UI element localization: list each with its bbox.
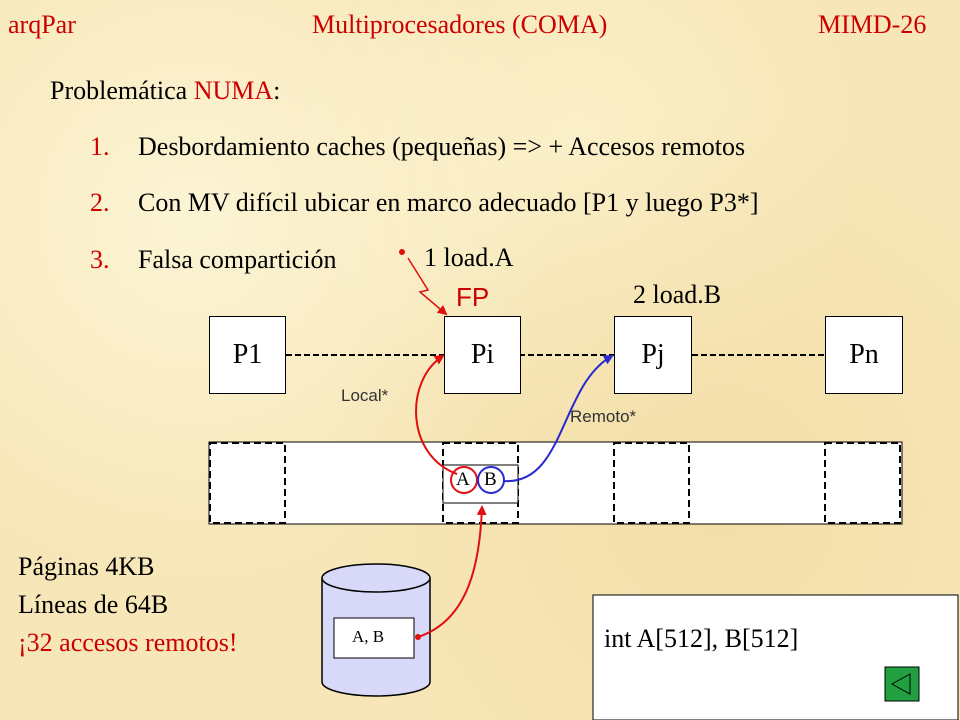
processor-box-p1: P1 <box>209 316 286 394</box>
list-item-1: 1. Desbordamiento caches (pequeñas) => + … <box>90 132 745 162</box>
problem-highlight: NUMA <box>193 76 274 105</box>
list-item-3: 3. Falsa compartición <box>90 245 337 275</box>
list-item-2: 2. Con MV difícil ubicar en marco adecuad… <box>90 188 758 218</box>
load-b-label: 2 load.B <box>633 280 722 309</box>
disk-content-label: A, B <box>352 627 385 646</box>
cell-b-marker <box>477 466 505 494</box>
list-item-number: 3. <box>90 245 110 274</box>
remote-accesses-note: ¡32 accesos remotos! <box>18 628 238 657</box>
line-size-note: Líneas de 64B <box>18 590 169 619</box>
memory-strip <box>208 441 903 525</box>
false-sharing-zigzag <box>399 249 448 316</box>
list-item-text: Desbordamiento caches (pequeñas) => + Ac… <box>138 132 746 161</box>
problem-heading: Problemática NUMA: <box>50 76 280 106</box>
disk-dot <box>415 634 421 640</box>
load-a-label: 1 load.A <box>424 243 514 272</box>
page-size-note: Páginas 4KB <box>18 552 155 581</box>
problem-prefix: Problemática <box>50 76 188 105</box>
slide-title: Multiprocesadores (COMA) <box>312 10 608 39</box>
list-item-number: 1. <box>90 132 110 161</box>
disk-to-memory-arrow <box>417 505 487 638</box>
cell-b-label: B <box>484 469 497 490</box>
false-sharing-label: FP <box>456 282 490 312</box>
course-label: arqPar <box>8 10 76 39</box>
processor-box-pj: Pj <box>614 316 692 394</box>
cell-a-label: A <box>456 469 470 490</box>
remote-arrow <box>503 355 614 483</box>
slide-number: MIMD-26 <box>818 10 927 39</box>
local-label: Local* <box>341 386 389 405</box>
list-item-text: Falsa compartición <box>138 245 337 274</box>
local-arrow <box>415 354 458 475</box>
problem-suffix: : <box>273 76 281 105</box>
list-item-text: Con MV difícil ubicar en marco adecuado … <box>138 188 759 217</box>
list-item-number: 2. <box>90 188 110 217</box>
remote-label: Remoto* <box>570 407 637 426</box>
code-declaration: int A[512], B[512] <box>604 624 799 653</box>
disk-cylinder <box>321 563 431 697</box>
processor-box-pn: Pn <box>825 316 903 394</box>
processor-box-pi: Pi <box>444 316 521 394</box>
nav-back-button[interactable] <box>884 666 920 702</box>
